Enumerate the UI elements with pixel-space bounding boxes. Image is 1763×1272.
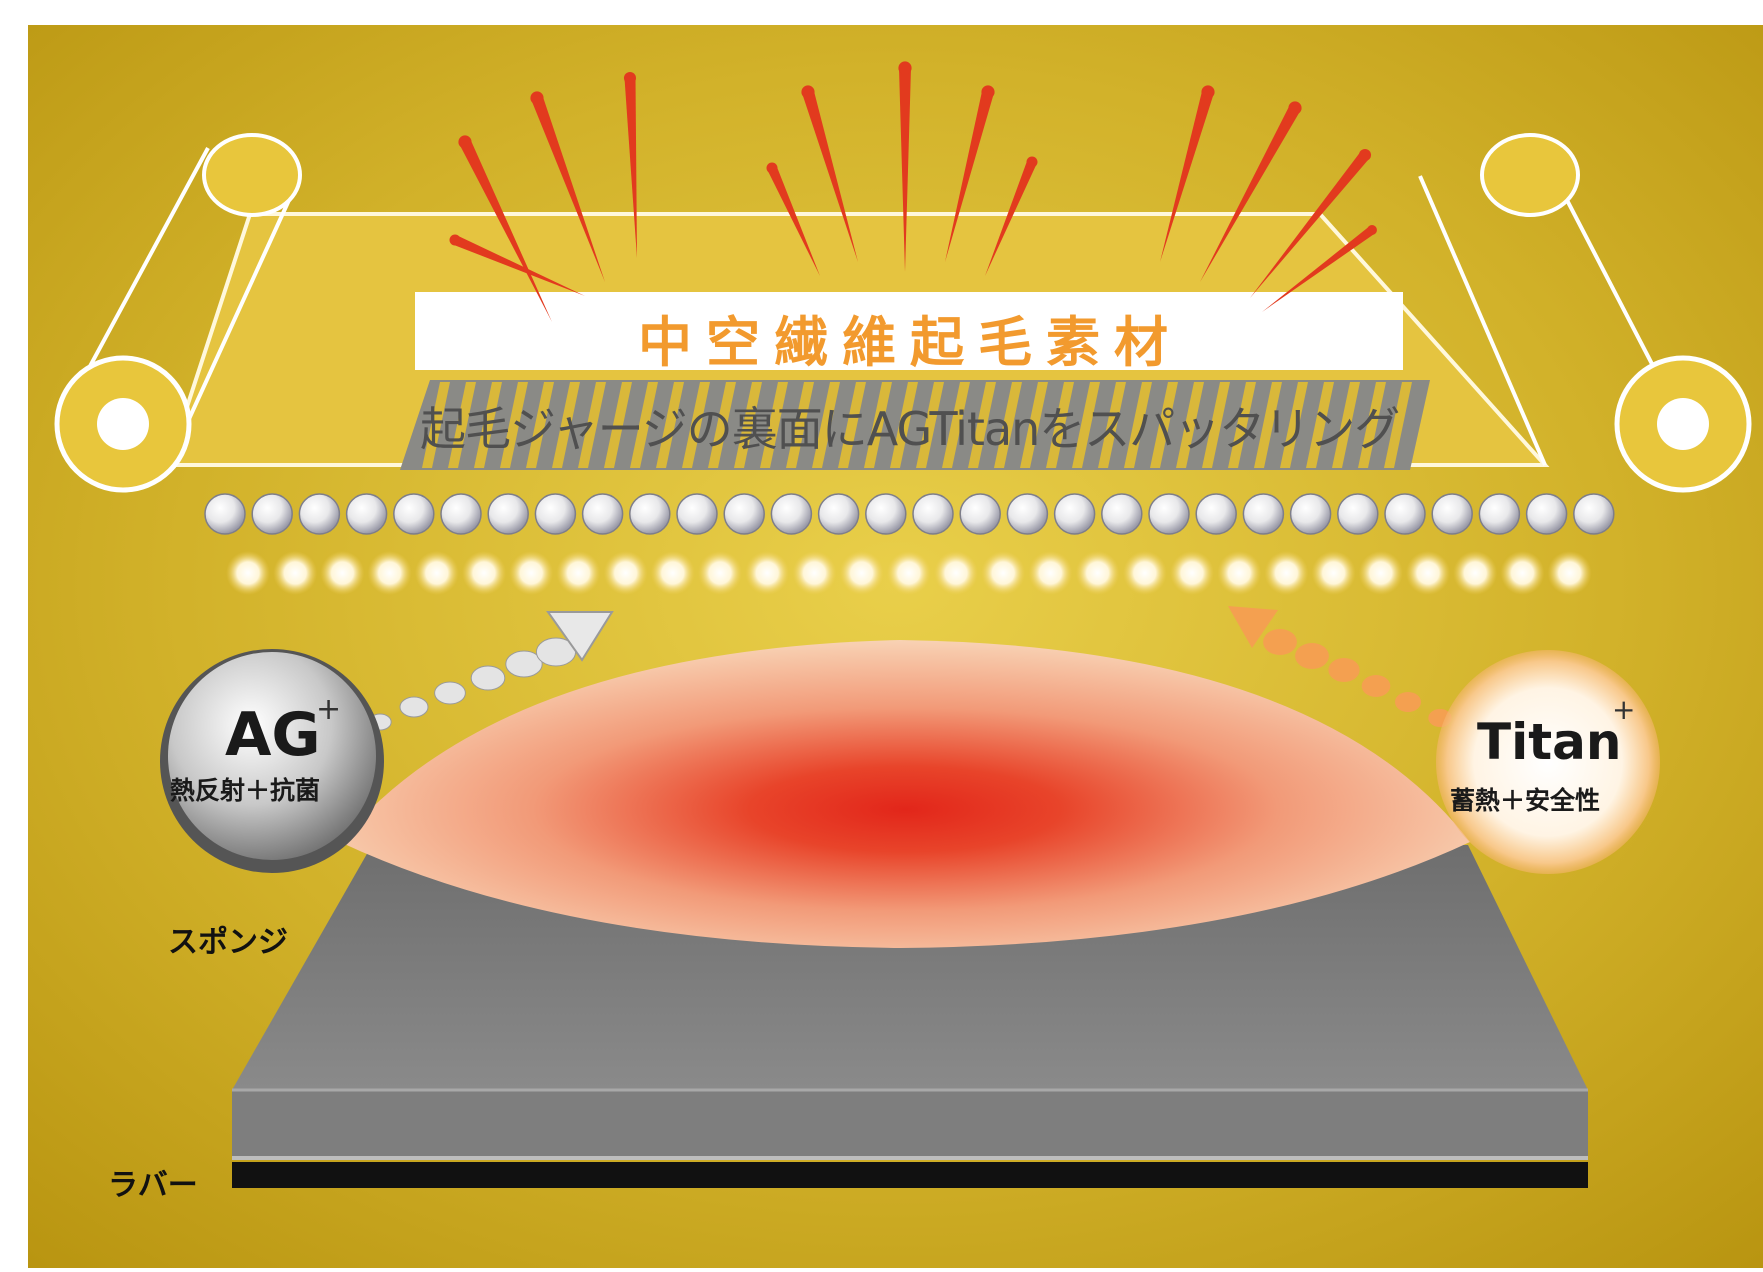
titan-name: Titan: [1477, 713, 1622, 771]
particle-icon: [1006, 493, 1049, 535]
titan-desc: 蓄熱＋安全性: [1450, 786, 1601, 815]
ag-plus: +: [316, 692, 342, 727]
heat-ray-icon: [985, 160, 1037, 276]
particle-icon: [1573, 493, 1615, 535]
particle-glow-row: [226, 551, 1592, 595]
particle-icon: [204, 493, 246, 535]
heat-ray-icon: [1160, 90, 1214, 262]
heat-ray-icon: [1200, 105, 1301, 283]
particle-icon: [440, 493, 482, 535]
particle-row: [204, 493, 1615, 535]
titan-plus: +: [1612, 693, 1636, 726]
particle-icon: [1478, 493, 1521, 535]
sponge-label: スポンジ: [168, 925, 288, 960]
roller-icon: [54, 133, 302, 493]
roller-icon: [1480, 133, 1752, 493]
heat-ray-icon: [899, 68, 911, 272]
heat-ray-icon: [767, 165, 820, 276]
title-box: [415, 292, 1403, 370]
heat-ray-icon: [1262, 226, 1375, 312]
heat-ray-icon: [459, 139, 552, 322]
subtitle-banner: [400, 380, 1430, 470]
heat-ray-icon: [945, 90, 994, 262]
heat-ray-icon: [453, 235, 585, 296]
particle-icon: [817, 493, 860, 535]
title: 中空繊維起毛素材: [638, 311, 1182, 374]
particle-icon: [393, 493, 435, 535]
particle-icon: [251, 493, 293, 535]
particle-icon: [912, 493, 954, 535]
particle-icon: [1384, 493, 1426, 535]
particle-icon: [581, 493, 624, 535]
heat-ray-icon: [531, 95, 605, 282]
heat-zone: [340, 640, 1470, 948]
particle-icon: [1242, 493, 1285, 535]
particle-icon: [676, 493, 718, 535]
particle-icon: [298, 493, 341, 535]
particle-icon: [1525, 493, 1568, 535]
rubber-label: ラバー: [108, 1168, 198, 1203]
particle-icon: [534, 493, 577, 535]
particle-icon: [959, 493, 1001, 535]
particle-icon: [1337, 493, 1379, 535]
particle-icon: [1101, 493, 1143, 535]
particle-icon: [487, 493, 529, 535]
particle-icon: [1195, 493, 1237, 535]
particle-icon: [1289, 493, 1332, 535]
particle-icon: [629, 493, 671, 535]
titan-arrow: [1228, 606, 1452, 727]
particle-icon: [1053, 493, 1096, 535]
subtitle: 起毛ジャージの裏面にAGTitanをスパッタリング: [420, 402, 1400, 456]
heat-rays: [449, 61, 1377, 322]
particle-icon: [865, 493, 907, 535]
heat-ray-icon: [802, 90, 858, 262]
titan-badge-icon: [1436, 650, 1660, 874]
particle-icon: [1431, 493, 1473, 535]
particle-icon: [1148, 493, 1190, 535]
ag-arrow: [368, 611, 614, 731]
particle-icon: [723, 493, 765, 535]
heat-ray-icon: [1250, 151, 1370, 298]
heat-ray-icon: [624, 77, 637, 258]
ag-desc: 熱反射＋抗菌: [170, 776, 321, 805]
ag-badge-icon: [160, 649, 384, 873]
particle-icon: [345, 493, 388, 535]
ag-name: AG: [225, 700, 321, 770]
particle-icon: [770, 493, 813, 535]
rubber-layer: [232, 1162, 1588, 1188]
